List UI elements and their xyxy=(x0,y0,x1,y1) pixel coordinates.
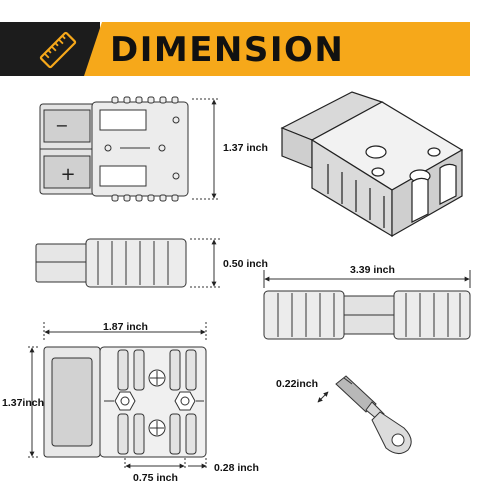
face-view xyxy=(28,322,207,470)
banner-orange-block xyxy=(84,22,470,76)
bottom-pitch-label: 0.75 inch xyxy=(133,472,178,484)
total-length-label: 3.39 inch xyxy=(350,264,395,276)
plus-symbol: + xyxy=(60,164,75,185)
ruler-icon xyxy=(39,31,77,69)
face-width-label: 1.87 inch xyxy=(103,321,148,333)
terminal-width-label: 0.22inch xyxy=(276,378,319,390)
banner-title: DIMENSION xyxy=(110,30,345,70)
minus-symbol: − xyxy=(55,116,68,135)
side-height-label: 0.50 inch xyxy=(223,258,268,270)
length-view xyxy=(263,270,471,340)
bottom-right-label: 0.28 inch xyxy=(214,462,259,474)
top-bumps xyxy=(111,96,179,202)
dimension-banner: DIMENSION xyxy=(0,22,470,76)
isometric-view xyxy=(280,91,464,238)
terminal-view xyxy=(317,375,412,454)
top-view xyxy=(39,96,218,202)
top-height-label: 1.37 inch xyxy=(223,142,268,154)
face-height-label: 1.37inch xyxy=(2,397,45,409)
side-view xyxy=(35,238,220,288)
